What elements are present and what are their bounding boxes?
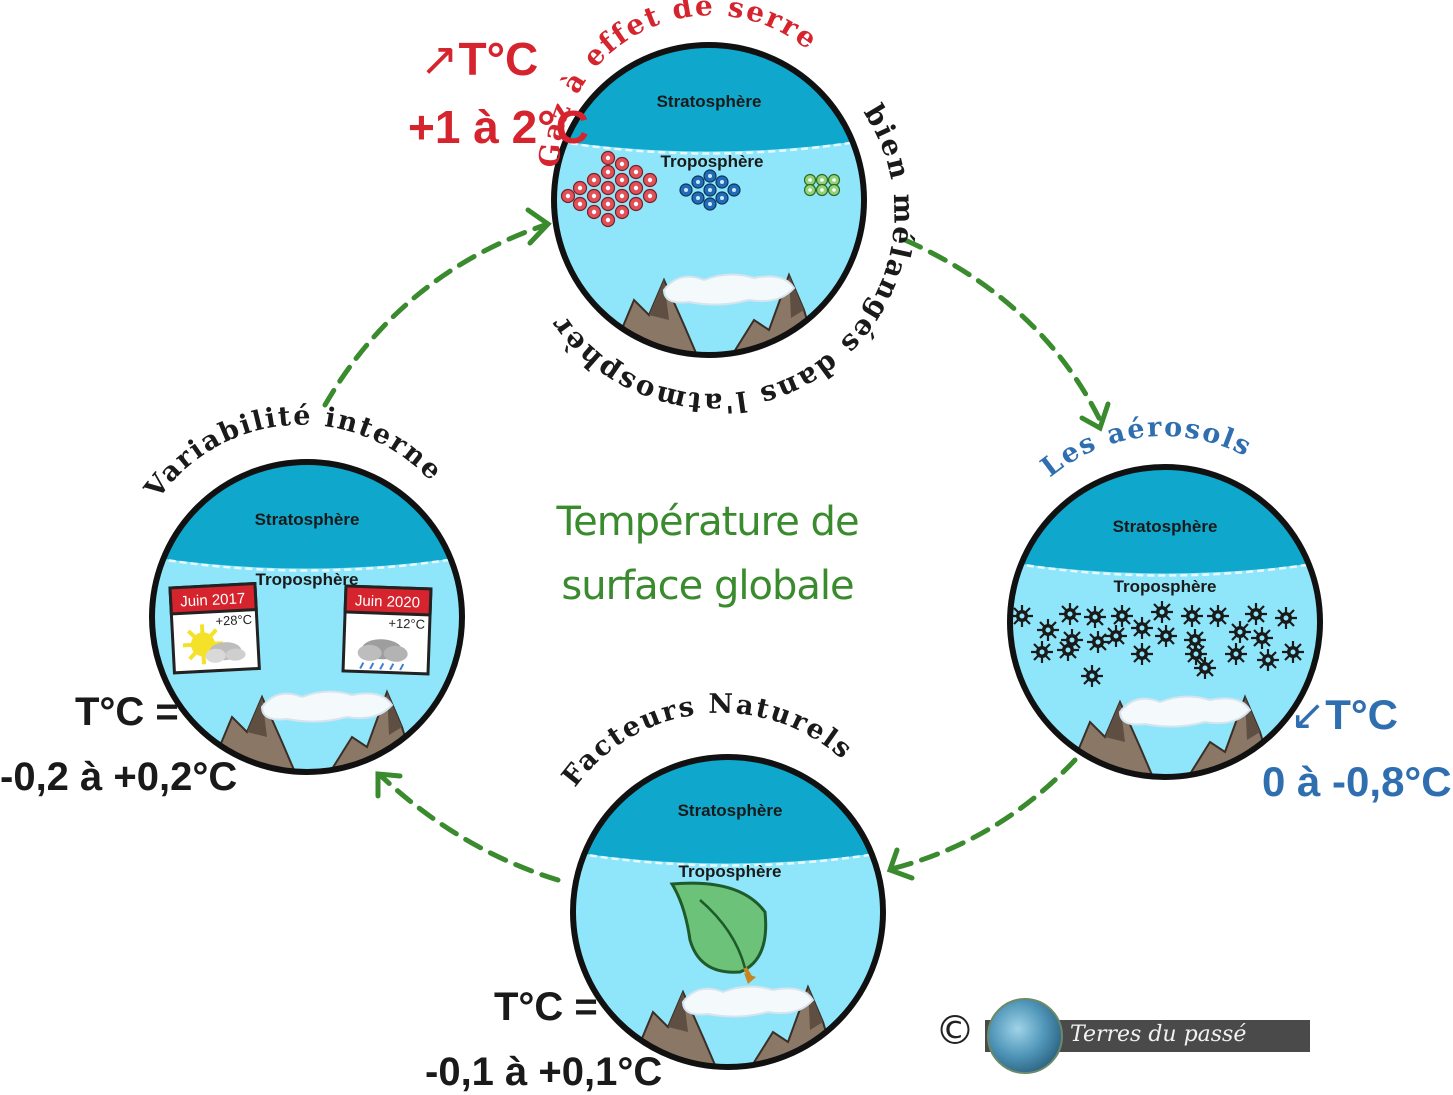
aerosols-temp-line1: ↙T°C: [1290, 691, 1398, 738]
cloud-icon: [205, 642, 246, 663]
natural-temp-line2: -0,1 à +0,1°C: [425, 1050, 663, 1094]
troposphere-label: Troposphère: [1114, 577, 1217, 596]
arrow-aerosols-to-natural: [892, 757, 1078, 871]
arrowhead-aerosols: [1079, 401, 1111, 432]
calendar-left-temp: +28°C: [215, 612, 252, 629]
stratosphere-label: Stratosphère: [255, 510, 360, 529]
arrowhead-greenhouse: [525, 207, 552, 246]
greenhouse-temp-line1: ↗T°C: [420, 33, 539, 85]
rain-cloud-icon: [357, 639, 408, 671]
cycle-arrows: [322, 222, 1103, 883]
calendar-right: Juin 2020 +12°C: [341, 584, 433, 676]
globe-icon: [987, 998, 1063, 1074]
calendar-right-temp: +12°C: [388, 616, 425, 632]
troposphere-label: Troposphère: [679, 862, 782, 881]
troposphere-label: Troposphère: [256, 570, 359, 589]
calendar-left: Juin 2017 +28°C: [168, 581, 261, 675]
center-title: Température de surface globale: [505, 490, 910, 618]
aerosols-temp-line2: 0 à -0,8°C: [1262, 758, 1452, 805]
stratosphere-label: Stratosphère: [678, 801, 783, 820]
arrowhead-natural: [886, 847, 915, 881]
center-title-line1: Température de: [556, 499, 859, 545]
terres-du-passe-logo: © Terres du passé: [935, 998, 1315, 1074]
circle-aerosols: Stratosphère Troposphère: [1007, 464, 1323, 780]
calendar-right-month: Juin 2020: [355, 592, 421, 611]
circle-greenhouse: Stratosphère Troposphère: [551, 42, 867, 358]
arrow-natural-to-internal: [377, 772, 561, 883]
stratosphere-label: Stratosphère: [657, 92, 762, 111]
circle-natural: Stratosphère Troposphère: [570, 754, 886, 1070]
copyright-icon: ©: [935, 1008, 975, 1054]
arrow-internal-to-greenhouse: [322, 222, 548, 408]
arrow-up-icon: ↗: [420, 33, 459, 85]
greenhouse-temp-line2: +1 à 2°C: [408, 101, 589, 153]
internal-temp-line1: T°C =: [75, 690, 179, 734]
natural-temp-line1: T°C =: [494, 985, 598, 1029]
arrowhead-internal: [375, 771, 403, 799]
center-title-line2: surface globale: [561, 563, 854, 609]
arrow-heads: [375, 207, 1111, 881]
arrow-down-icon: ↙: [1290, 691, 1326, 738]
circle-internal: Juin 2017 +28°C Juin 2020 +12°C: [149, 459, 465, 775]
leaf-icon: [669, 881, 768, 984]
n2o-molecules: [803, 173, 841, 197]
sun-icon: [182, 624, 224, 665]
logo-name: Terres du passé: [1070, 1022, 1247, 1047]
arrow-greenhouse-to-aerosols: [902, 237, 1103, 423]
stratosphere-label: Stratosphère: [1113, 517, 1218, 536]
troposphere-label: Troposphère: [661, 152, 764, 171]
internal-temp-line2: -0,2 à +0,2°C: [0, 755, 238, 799]
calendar-left-month: Juin 2017: [180, 590, 246, 610]
